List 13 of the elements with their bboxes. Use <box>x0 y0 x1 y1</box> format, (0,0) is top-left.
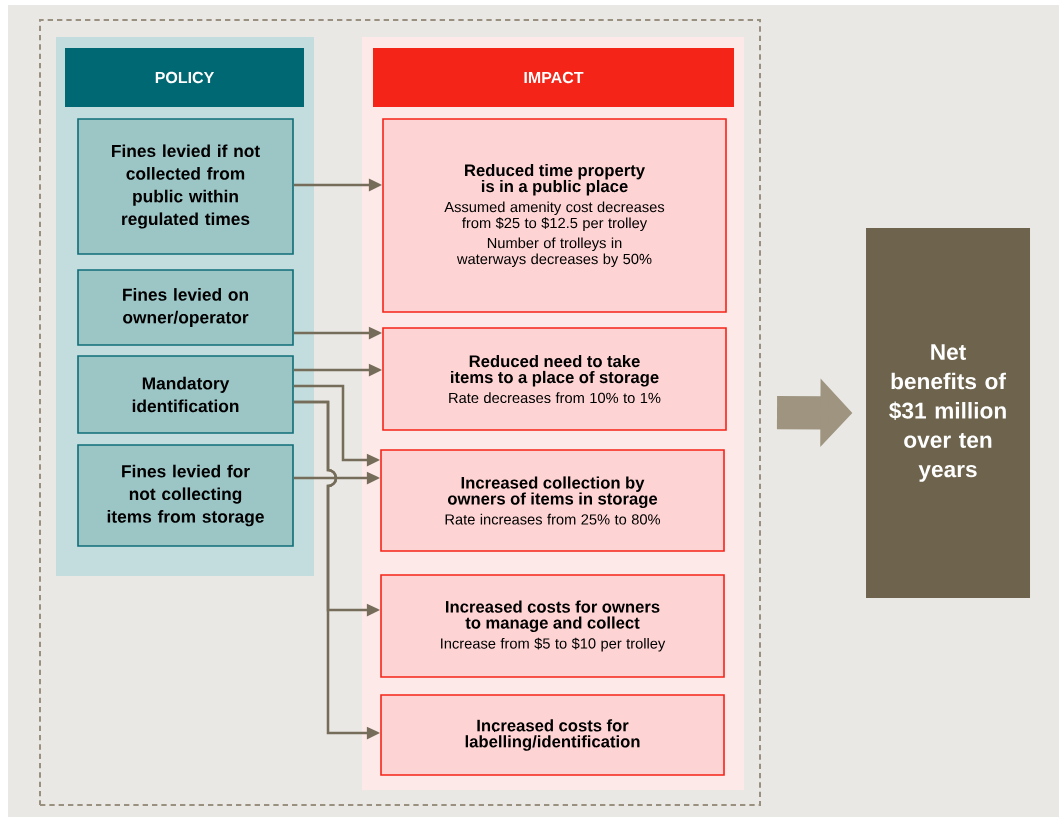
policy-box: Fines levied on owner/operator <box>77 269 294 346</box>
impact-box: Increased collection by owners of items in storage Rate increases from 25% to 80% <box>380 449 725 552</box>
policy-box: Fines levied if not collected from public within regulated times <box>77 118 294 255</box>
dashed-frame <box>39 19 761 806</box>
policy-box: Mandatory identification <box>77 355 294 434</box>
impact-box: Increased costs for owners to manage and collect Increase from $5 to $10 per trolley <box>380 574 725 678</box>
impact-box: Reduced need to take items to a place of storage Rate decreases from 10% to 1% <box>382 327 727 431</box>
header-band: POLICY <box>65 48 304 107</box>
header-band: IMPACT <box>373 48 734 107</box>
impact-box: Reduced time property is in a public place Assumed amenity cost decreases from $25 to $12.5 per trolley Number of trolleys in waterways decreases by 50% <box>382 118 727 313</box>
policy-box: Fines levied for not collecting items from storage <box>77 444 294 547</box>
result-box: Net benefits of $31 million over ten years <box>866 228 1030 598</box>
impact-box: Increased costs for labelling/identification <box>380 694 725 776</box>
